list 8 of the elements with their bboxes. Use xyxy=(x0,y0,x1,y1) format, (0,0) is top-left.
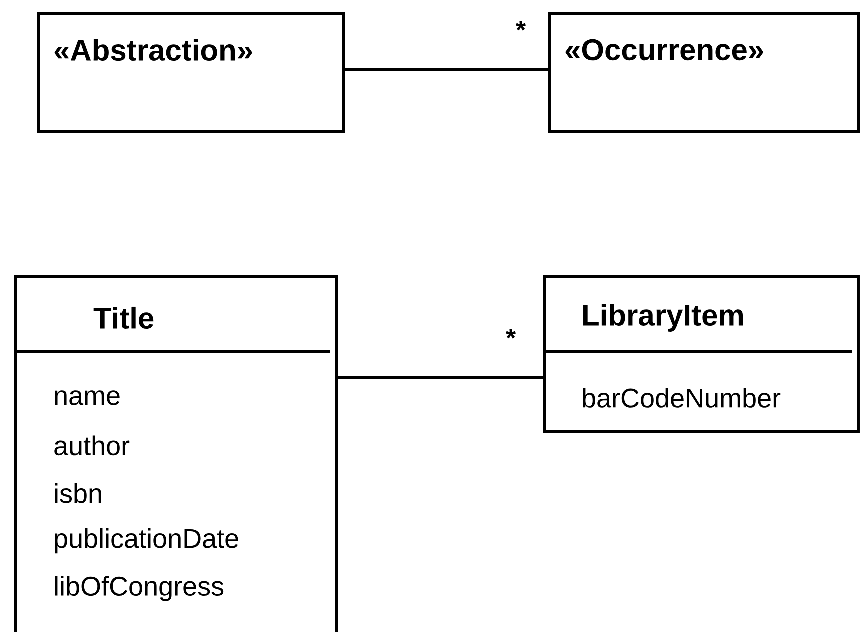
association-line xyxy=(338,376,543,380)
stereotype-box: «Abstraction» xyxy=(37,12,345,133)
class-box: Title name author isbn publicationDate libOfCongress xyxy=(14,275,338,632)
class-box: LibraryItem barCodeNumber xyxy=(543,275,860,433)
stereotype-box: «Occurrence» xyxy=(548,12,860,133)
multiplicity-label: * xyxy=(516,21,526,31)
multiplicity-label: * xyxy=(506,329,516,339)
association-line xyxy=(345,68,548,72)
